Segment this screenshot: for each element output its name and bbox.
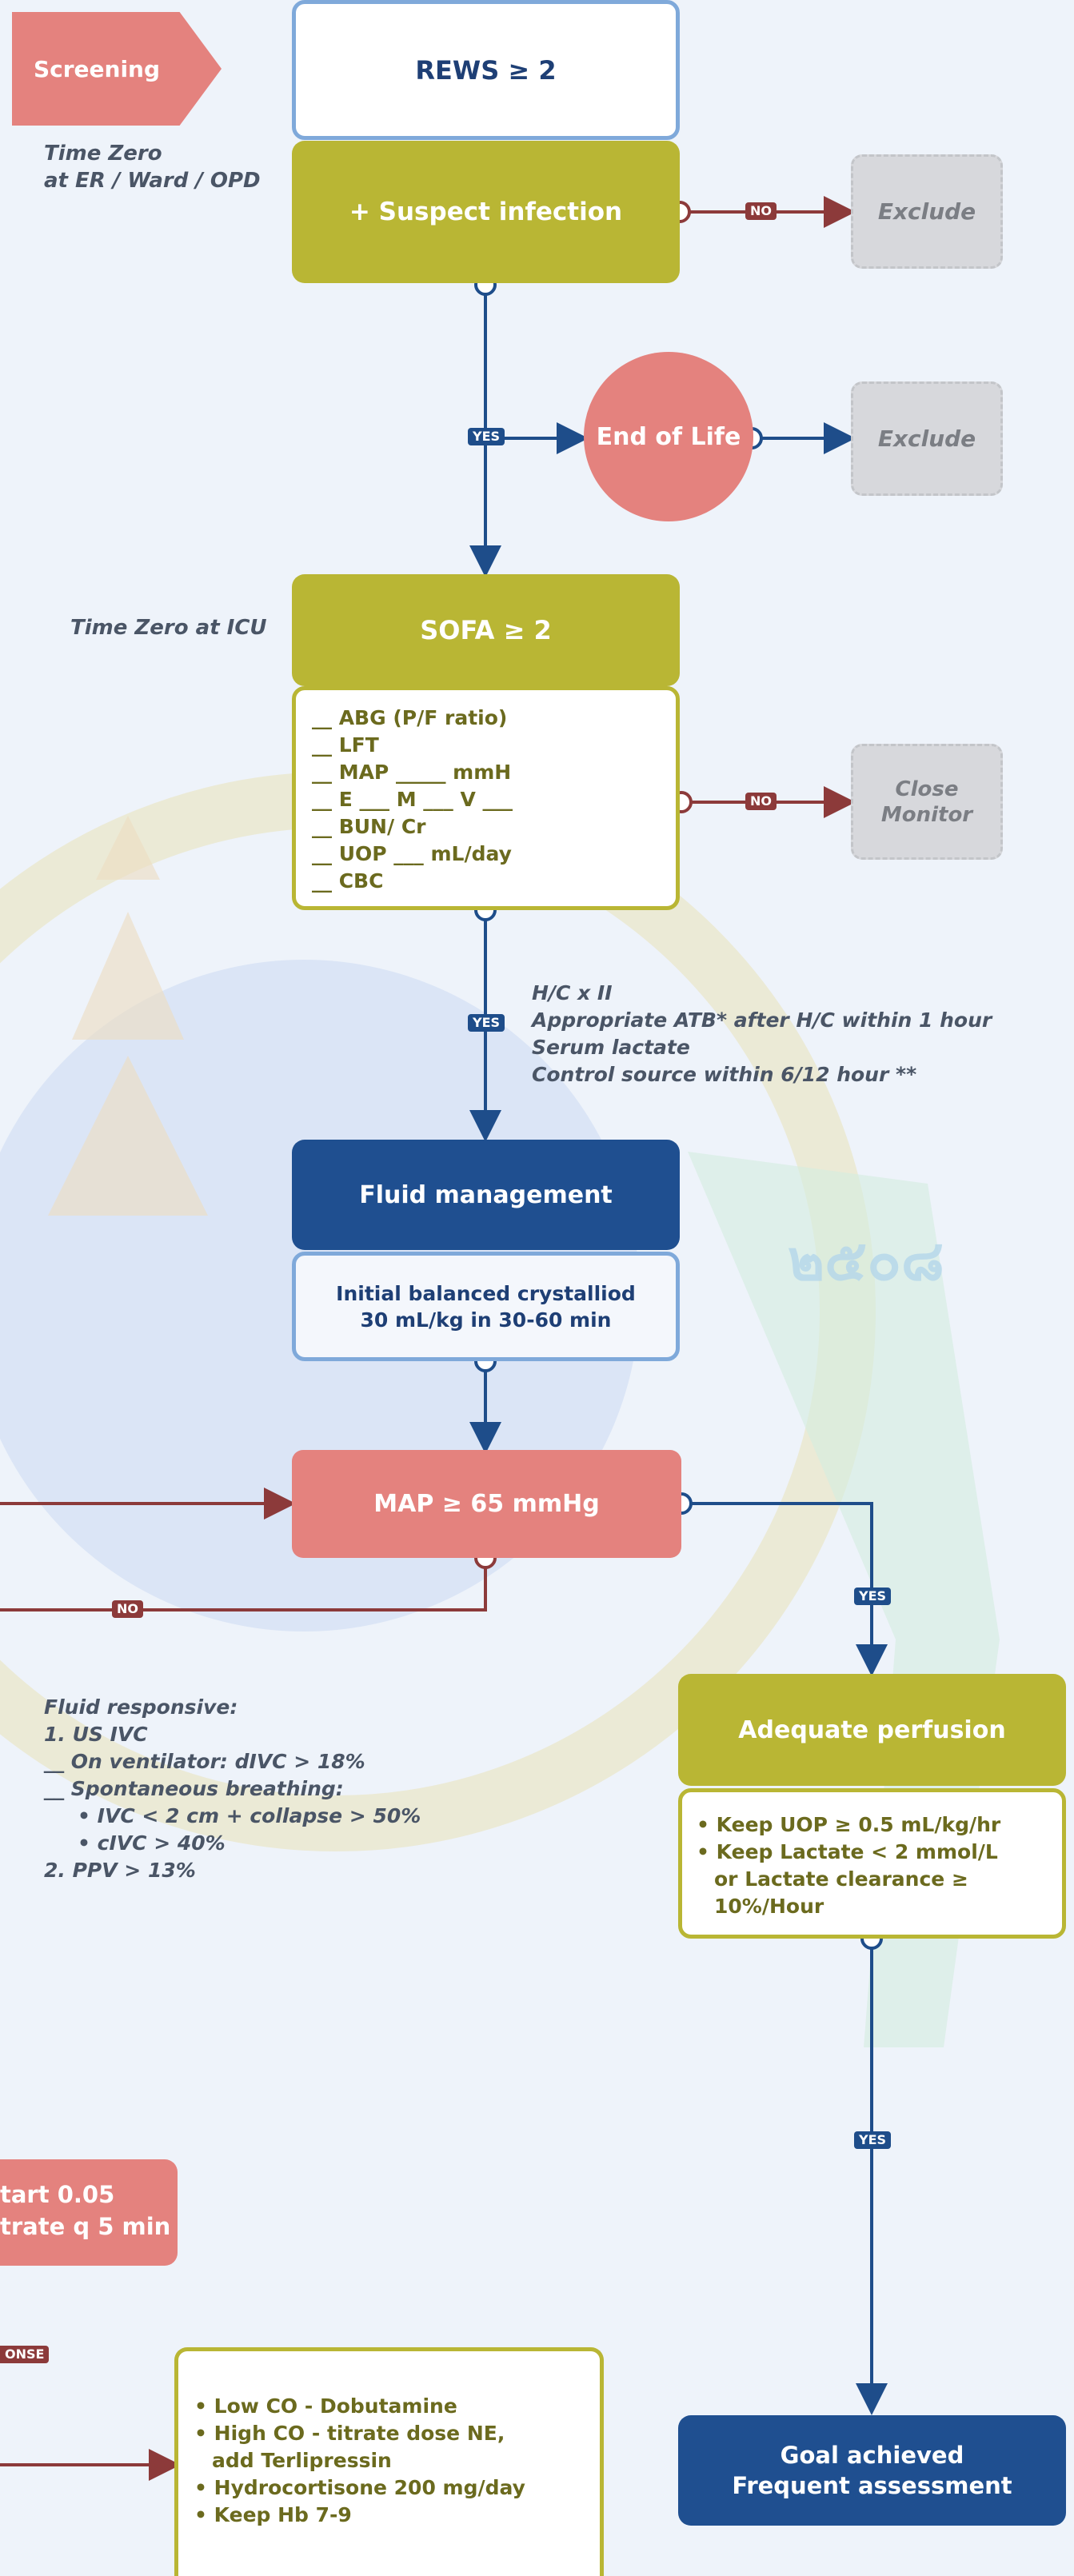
vasopressor-line1: tart 0.05 — [0, 2181, 115, 2208]
sofa-label: SOFA ≥ 2 — [420, 615, 552, 645]
fluid-management-header: Fluid management — [292, 1140, 680, 1250]
screening-tab-label: Screening — [33, 55, 161, 82]
exclude-box-2: Exclude — [851, 381, 1003, 496]
low-co-dobutamine: • Low CO - Dobutamine — [194, 2394, 457, 2418]
suspect-infection-label: + Suspect infection — [349, 198, 623, 226]
checklist-cbc: __ CBC — [312, 869, 384, 893]
fr-ivc-collapse: • IVC < 2 cm + collapse > 50% — [78, 1804, 421, 1827]
no-badge-map: NO — [112, 1600, 143, 1618]
goal-line1: Goal achieved — [780, 2442, 964, 2469]
adequate-perfusion-label: Adequate perfusion — [738, 1715, 1006, 1744]
order-source: Control source within 6/12 hour ** — [532, 1063, 917, 1086]
close-monitor-line2: Monitor — [880, 802, 973, 827]
fluid-body-line1: Initial balanced crystalliod — [336, 1281, 636, 1305]
goal-line2: Frequent assessment — [732, 2472, 1012, 2499]
time-zero-icu-note: Time Zero at ICU — [70, 616, 267, 640]
exclude-label-1: Exclude — [877, 198, 976, 225]
rews-box: REWS ≥ 2 — [292, 0, 680, 140]
icu-orders-note: H/C x II Appropriate ATB* after H/C with… — [532, 980, 992, 1088]
checklist-lft: __ LFT — [312, 733, 379, 757]
low-co-terlipressin: add Terlipressin — [212, 2449, 392, 2472]
yes-badge-map: YES — [854, 1588, 892, 1605]
sofa-checklist-box: __ ABG (P/F ratio) __ LFT __ MAP _____ m… — [292, 686, 680, 910]
fr-title: Fluid responsive: — [44, 1695, 238, 1719]
map-box: MAP ≥ 65 mmHg — [292, 1450, 681, 1558]
time-zero-er-line2: at ER / Ward / OPD — [44, 169, 261, 193]
checklist-map: __ MAP _____ mmH — [312, 761, 512, 784]
checklist-bun: __ BUN/ Cr — [312, 815, 426, 838]
fr-us-ivc: 1. US IVC — [44, 1723, 148, 1746]
no-badge-suspect: NO — [745, 202, 777, 220]
checklist-uop: __ UOP ___ mL/day — [312, 842, 512, 865]
low-co-box: • Low CO - Dobutamine • High CO - titrat… — [174, 2347, 604, 2576]
time-zero-er-line1: Time Zero — [44, 142, 162, 166]
vasopressor-line2: trate q 5 min — [0, 2213, 171, 2240]
fr-ppv: 2. PPV > 13% — [44, 1859, 196, 1882]
low-co-hydrocortisone: • Hydrocortisone 200 mg/day — [194, 2476, 525, 2499]
exclude-label-2: Exclude — [877, 425, 976, 452]
checklist-emv: __ E ___ M ___ V ___ — [312, 788, 513, 811]
order-hc: H/C x II — [532, 981, 613, 1004]
end-of-life-label: End of Life — [596, 422, 741, 451]
adequate-perfusion-body: • Keep UOP ≥ 0.5 mL/kg/hr • Keep Lactate… — [678, 1788, 1066, 1939]
order-lactate: Serum lactate — [532, 1036, 690, 1059]
goal-achieved-box: Goal achieved Frequent assessment — [678, 2415, 1066, 2526]
yes-badge-endoflife: YES — [468, 428, 505, 445]
watermark-crown — [48, 816, 208, 1216]
fr-civc: • cIVC > 40% — [78, 1831, 226, 1855]
end-of-life-circle: End of Life — [584, 352, 753, 521]
checklist-abg: __ ABG (P/F ratio) — [312, 706, 508, 729]
perfusion-uop: • Keep UOP ≥ 0.5 mL/kg/hr — [697, 1813, 1001, 1836]
fr-ventilator: __ On ventilator: dIVC > 18% — [44, 1750, 365, 1773]
fluid-body-line2: 30 mL/kg in 30-60 min — [360, 1308, 612, 1332]
rews-label: REWS ≥ 2 — [415, 54, 557, 86]
fluid-management-label: Fluid management — [359, 1180, 613, 1209]
low-co-hb: • Keep Hb 7-9 — [194, 2503, 352, 2526]
adequate-perfusion-header: Adequate perfusion — [678, 1674, 1066, 1786]
vasopressor-box: tart 0.05 trate q 5 min — [0, 2159, 178, 2266]
fluid-management-body: Initial balanced crystalliod 30 mL/kg in… — [292, 1252, 680, 1361]
time-zero-er-note: Time Zero at ER / Ward / OPD — [44, 140, 261, 194]
exclude-box-1: Exclude — [851, 154, 1003, 269]
yes-badge-orders: YES — [468, 1014, 505, 1032]
yes-badge-perfusion: YES — [854, 2131, 892, 2149]
suspect-infection-box: + Suspect infection — [292, 141, 680, 283]
perfusion-clearance: or Lactate clearance ≥ 10%/Hour — [714, 1867, 968, 1918]
fluid-responsive-note: Fluid responsive: 1. US IVC __ On ventil… — [44, 1694, 421, 1884]
watermark-thai-year: ๒๕๐๘ — [788, 1228, 944, 1293]
screening-tab: Screening — [12, 12, 222, 126]
low-co-high-co: • High CO - titrate dose NE, — [194, 2422, 505, 2445]
perfusion-lactate: • Keep Lactate < 2 mmol/L — [697, 1840, 998, 1863]
map-label: MAP ≥ 65 mmHg — [373, 1490, 600, 1518]
fr-spontaneous: __ Spontaneous breathing: — [44, 1777, 344, 1800]
sofa-box: SOFA ≥ 2 — [292, 574, 680, 686]
no-badge-checklist: NO — [745, 793, 777, 810]
response-tag: ONSE — [0, 2346, 50, 2363]
close-monitor-line1: Close — [895, 777, 959, 801]
close-monitor-box: Close Monitor — [851, 744, 1003, 860]
order-atb: Appropriate ATB* after H/C within 1 hour — [532, 1008, 992, 1032]
